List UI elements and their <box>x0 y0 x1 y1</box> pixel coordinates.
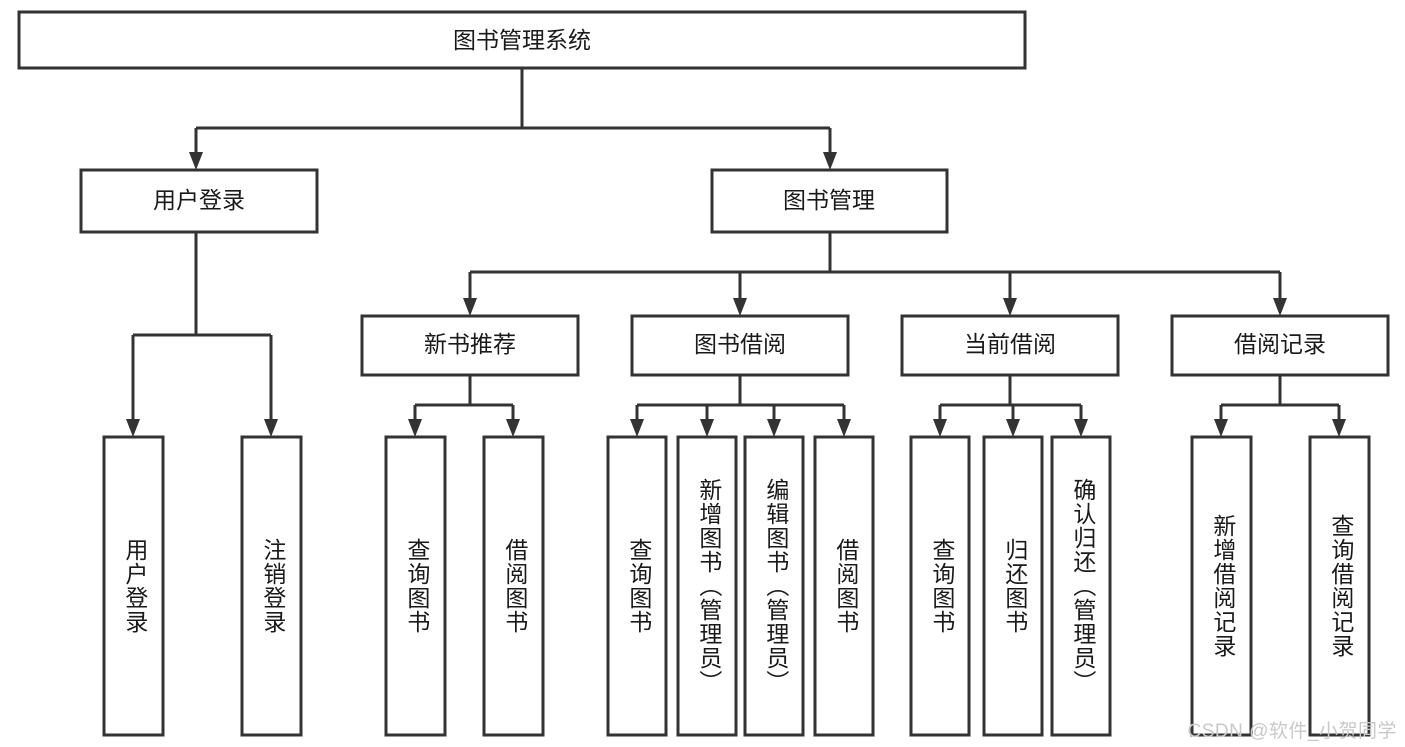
arrow-root-to-book-mgmt <box>823 152 837 170</box>
arrow-user-login-leaf1 <box>126 419 140 437</box>
leaf-edit-book-admin[interactable]: 编辑图书（管理员） <box>743 435 805 737</box>
leaf-borrow-books-recommend-label: 借阅图书 <box>502 538 529 634</box>
leaf-query-borrow-record-label: 查询借阅记录 <box>1328 514 1355 658</box>
node-book-borrow[interactable]: 图书借阅 <box>630 314 850 377</box>
leaf-borrow-books-box[interactable] <box>813 435 875 737</box>
leaf-add-book-admin-label: 新增图书（管理员） <box>696 478 723 694</box>
node-borrow-records-box[interactable] <box>1170 314 1390 377</box>
node-current-borrow[interactable]: 当前借阅 <box>900 314 1120 377</box>
leaf-add-book-admin[interactable]: 新增图书（管理员） <box>676 435 738 737</box>
leaf-query-borrow-record[interactable]: 查询借阅记录 <box>1308 435 1371 737</box>
leaf-query-books-current-box[interactable] <box>909 435 971 737</box>
node-borrow-records-label: 借阅记录 <box>1234 331 1326 357</box>
arrow-borrow-leaf3 <box>767 419 781 437</box>
node-borrow-records[interactable]: 借阅记录 <box>1170 314 1390 377</box>
arrow-records-leaf1 <box>1214 419 1228 437</box>
leaf-return-books-box[interactable] <box>982 435 1044 737</box>
leaf-query-books-current-label: 查询图书 <box>929 538 956 634</box>
arrow-records-leaf2 <box>1332 419 1346 437</box>
node-book-borrow-box[interactable] <box>630 314 850 377</box>
connector-group-new-books <box>408 375 520 437</box>
connector-group-root <box>189 68 837 170</box>
leaf-query-books-borrow-box[interactable] <box>606 435 668 737</box>
leaf-edit-book-admin-box[interactable] <box>743 435 805 737</box>
arrow-borrow-leaf4 <box>837 419 851 437</box>
arrow-book-mgmt-to-borrow <box>733 298 747 316</box>
leaf-confirm-return-admin[interactable]: 确认归还（管理员） <box>1050 435 1112 737</box>
leaf-confirm-return-admin-label: 确认归还（管理员） <box>1070 478 1097 694</box>
connector-group-book-mgmt <box>463 232 1287 316</box>
leaf-user-login-box[interactable] <box>102 435 165 737</box>
arrow-current-leaf3 <box>1074 419 1088 437</box>
node-current-borrow-box[interactable] <box>900 314 1120 377</box>
leaf-add-borrow-record-box[interactable] <box>1190 435 1253 737</box>
leaf-query-books-borrow-label: 查询图书 <box>626 538 653 634</box>
leaf-edit-book-admin-label: 编辑图书（管理员） <box>763 478 790 694</box>
leaf-query-books-borrow[interactable]: 查询图书 <box>606 435 668 737</box>
node-new-book-recommend[interactable]: 新书推荐 <box>360 314 580 377</box>
leaf-query-borrow-record-box[interactable] <box>1308 435 1371 737</box>
arrow-book-mgmt-to-new-books <box>463 298 477 316</box>
leaf-return-books-label: 归还图书 <box>1002 538 1029 634</box>
leaf-query-books-current[interactable]: 查询图书 <box>909 435 971 737</box>
node-root-label: 图书管理系统 <box>453 27 591 53</box>
node-new-book-recommend-box[interactable] <box>360 314 580 377</box>
node-book-borrow-label: 图书借阅 <box>694 331 786 357</box>
leaf-logout-label: 注销登录 <box>260 538 287 634</box>
leaf-return-books[interactable]: 归还图书 <box>982 435 1044 737</box>
leaf-logout-box[interactable] <box>240 435 303 737</box>
leaf-user-login-label: 用户登录 <box>122 538 149 634</box>
arrow-borrow-leaf2 <box>700 419 714 437</box>
connector-group-current <box>933 375 1088 437</box>
leaf-borrow-books-recommend[interactable]: 借阅图书 <box>482 435 545 737</box>
leaf-logout[interactable]: 注销登录 <box>240 435 303 737</box>
arrow-borrow-leaf1 <box>630 419 644 437</box>
leaf-query-books-recommend[interactable]: 查询图书 <box>384 435 447 737</box>
arrow-root-to-user-login <box>189 152 203 170</box>
arrow-current-leaf1 <box>933 419 947 437</box>
node-current-borrow-label: 当前借阅 <box>964 331 1056 357</box>
connector-group-records <box>1214 375 1346 437</box>
node-new-book-recommend-label: 新书推荐 <box>424 331 516 357</box>
arrow-user-login-leaf2 <box>264 419 278 437</box>
leaf-borrow-books[interactable]: 借阅图书 <box>813 435 875 737</box>
arrow-new-books-leaf2 <box>506 419 520 437</box>
arrow-book-mgmt-to-current <box>1003 298 1017 316</box>
node-root[interactable]: 图书管理系统 <box>17 10 1027 70</box>
node-book-management-label: 图书管理 <box>783 187 875 213</box>
node-user-login-label: 用户登录 <box>153 187 245 213</box>
arrow-book-mgmt-to-records <box>1273 298 1287 316</box>
node-user-login-box[interactable] <box>79 168 319 234</box>
leaf-query-books-recommend-box[interactable] <box>384 435 447 737</box>
arrow-current-leaf2 <box>1006 419 1020 437</box>
leaf-borrow-books-label: 借阅图书 <box>833 538 860 634</box>
node-user-login[interactable]: 用户登录 <box>79 168 319 234</box>
node-book-management[interactable]: 图书管理 <box>710 168 949 234</box>
node-root-box[interactable] <box>17 10 1027 70</box>
leaf-borrow-books-recommend-box[interactable] <box>482 435 545 737</box>
leaf-confirm-return-admin-box[interactable] <box>1050 435 1112 737</box>
node-book-management-box[interactable] <box>710 168 949 234</box>
leaf-query-books-recommend-label: 查询图书 <box>404 538 431 634</box>
arrow-new-books-leaf1 <box>408 419 422 437</box>
leaf-add-borrow-record-label: 新增借阅记录 <box>1210 514 1237 658</box>
connector-group-user-login <box>126 232 278 437</box>
leaf-add-borrow-record[interactable]: 新增借阅记录 <box>1190 435 1253 737</box>
leaf-user-login[interactable]: 用户登录 <box>102 435 165 737</box>
leaf-add-book-admin-box[interactable] <box>676 435 738 737</box>
connector-group-borrow <box>630 375 851 437</box>
